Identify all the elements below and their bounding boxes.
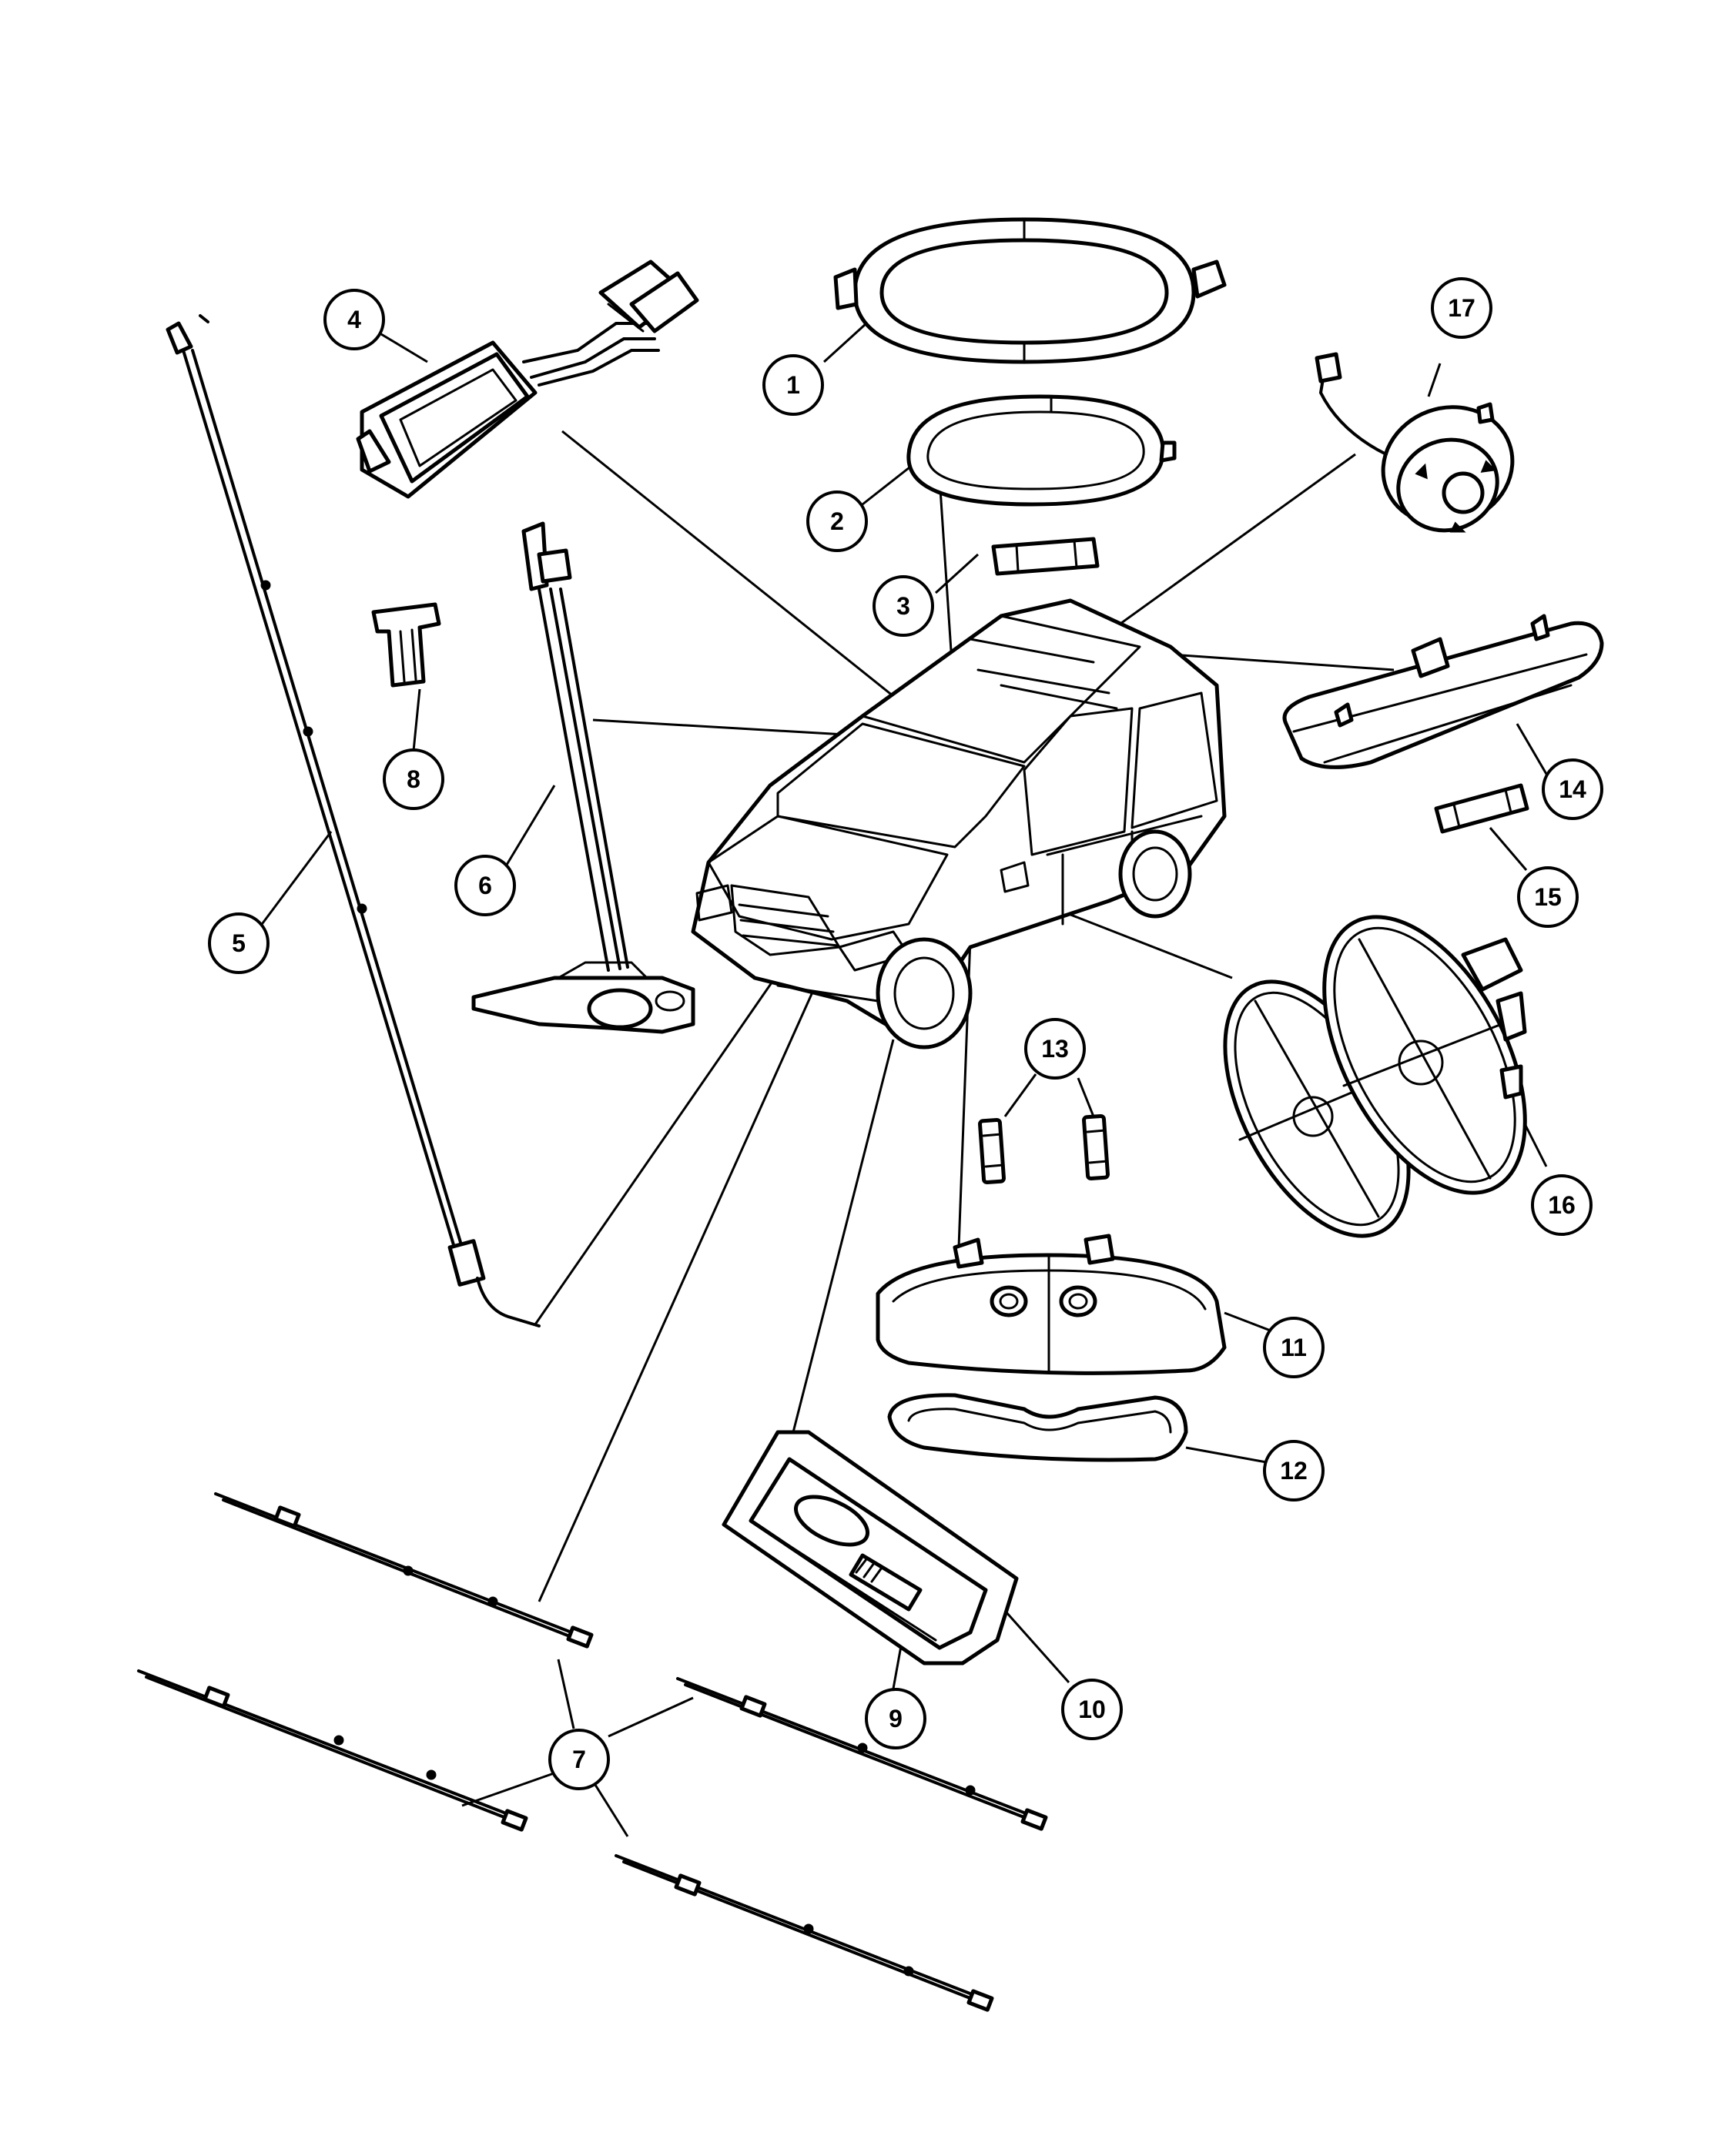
part-11-overhead-console	[876, 1234, 1227, 1375]
part-2-lens	[906, 394, 1177, 507]
svg-text:11: 11	[1281, 1334, 1307, 1361]
callout-17: 17	[1431, 277, 1492, 339]
callout-6: 6	[454, 855, 516, 916]
callout-1: 1	[762, 354, 824, 416]
callout-14: 14	[1542, 758, 1603, 820]
svg-text:8: 8	[407, 765, 420, 793]
svg-text:6: 6	[478, 872, 492, 899]
callout-3: 3	[873, 575, 934, 637]
svg-text:12: 12	[1280, 1457, 1308, 1485]
svg-text:13: 13	[1041, 1035, 1069, 1063]
part-6-bracket-harness	[471, 521, 695, 1034]
callout-16: 16	[1531, 1174, 1593, 1236]
part-4-display-module	[356, 259, 699, 499]
callout-4: 4	[323, 289, 385, 350]
part-10-console-housing	[722, 1430, 1019, 1666]
callout-9: 9	[865, 1688, 926, 1749]
svg-text:3: 3	[896, 592, 910, 620]
svg-text:2: 2	[830, 507, 844, 535]
part-13-bulbs	[978, 1113, 1110, 1185]
callout-11: 11	[1263, 1317, 1325, 1378]
svg-text:17: 17	[1448, 294, 1475, 322]
svg-text:10: 10	[1078, 1696, 1106, 1723]
callout-13: 13	[1024, 1018, 1086, 1080]
svg-text:14: 14	[1559, 775, 1586, 803]
callout-15: 15	[1517, 866, 1579, 928]
svg-text:7: 7	[572, 1746, 586, 1773]
svg-text:1: 1	[786, 371, 800, 399]
callout-5: 5	[208, 912, 270, 974]
svg-text:16: 16	[1548, 1191, 1576, 1219]
svg-text:5: 5	[232, 929, 246, 957]
part-3-bulb	[991, 537, 1100, 576]
callout-2: 2	[806, 490, 868, 552]
svg-text:15: 15	[1534, 883, 1562, 911]
part-9-switch	[849, 1553, 923, 1612]
callout-12: 12	[1263, 1440, 1325, 1502]
part-12-lens	[887, 1393, 1188, 1462]
part-8-clip	[371, 602, 441, 688]
callout-10: 10	[1061, 1679, 1123, 1740]
part-17-dome-light	[1315, 352, 1515, 533]
minivan-illustration	[691, 598, 1227, 1050]
svg-text:9: 9	[889, 1705, 903, 1732]
callout-7: 7	[548, 1729, 610, 1790]
part-16-reading-lamp	[1223, 915, 1527, 1238]
part-15-bulb	[1434, 783, 1529, 834]
part-1-overhead-bezel	[833, 217, 1227, 364]
svg-text:4: 4	[347, 306, 361, 333]
part-7-harnesses	[137, 1492, 1048, 2012]
callout-8: 8	[383, 748, 444, 810]
part-14-dome-lamp	[1282, 614, 1604, 769]
part-5-wire-harness	[166, 314, 541, 1327]
